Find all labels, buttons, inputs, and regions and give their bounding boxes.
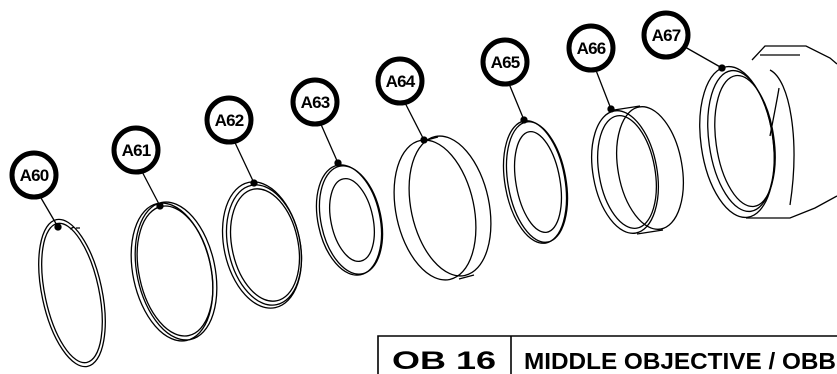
callout-a63: A63 xyxy=(290,77,340,127)
title-block-description: MIDDLE OBJECTIVE / OBB xyxy=(524,348,836,374)
svg-text:A63: A63 xyxy=(301,93,330,112)
part-a62-ring xyxy=(221,181,303,309)
part-a60-ring xyxy=(38,218,106,368)
part-a66-cup xyxy=(591,105,684,235)
callout-a64: A64 xyxy=(375,56,425,106)
svg-text:A66: A66 xyxy=(577,39,606,58)
callout-a66: A66 xyxy=(566,23,616,73)
part-a61-ring xyxy=(130,201,218,342)
part-a67-housing xyxy=(699,45,837,219)
callout-a62: A62 xyxy=(204,95,254,145)
callout-a65: A65 xyxy=(480,37,530,87)
title-block: OB 16 MIDDLE OBJECTIVE / OBB xyxy=(377,335,837,374)
part-a65-washer xyxy=(502,120,569,244)
part-a63-washer xyxy=(315,164,384,276)
callout-a67: A67 xyxy=(641,10,691,60)
svg-text:A64: A64 xyxy=(386,72,416,91)
svg-text:A62: A62 xyxy=(215,111,244,130)
svg-text:A61: A61 xyxy=(122,141,151,160)
svg-text:A60: A60 xyxy=(20,166,49,185)
svg-text:A67: A67 xyxy=(652,26,681,45)
title-block-code: OB 16 xyxy=(392,347,496,374)
svg-text:A65: A65 xyxy=(491,53,520,72)
callout-a60: A60 xyxy=(9,150,59,200)
callout-a61: A61 xyxy=(111,125,161,175)
part-a64-disc xyxy=(393,135,492,281)
